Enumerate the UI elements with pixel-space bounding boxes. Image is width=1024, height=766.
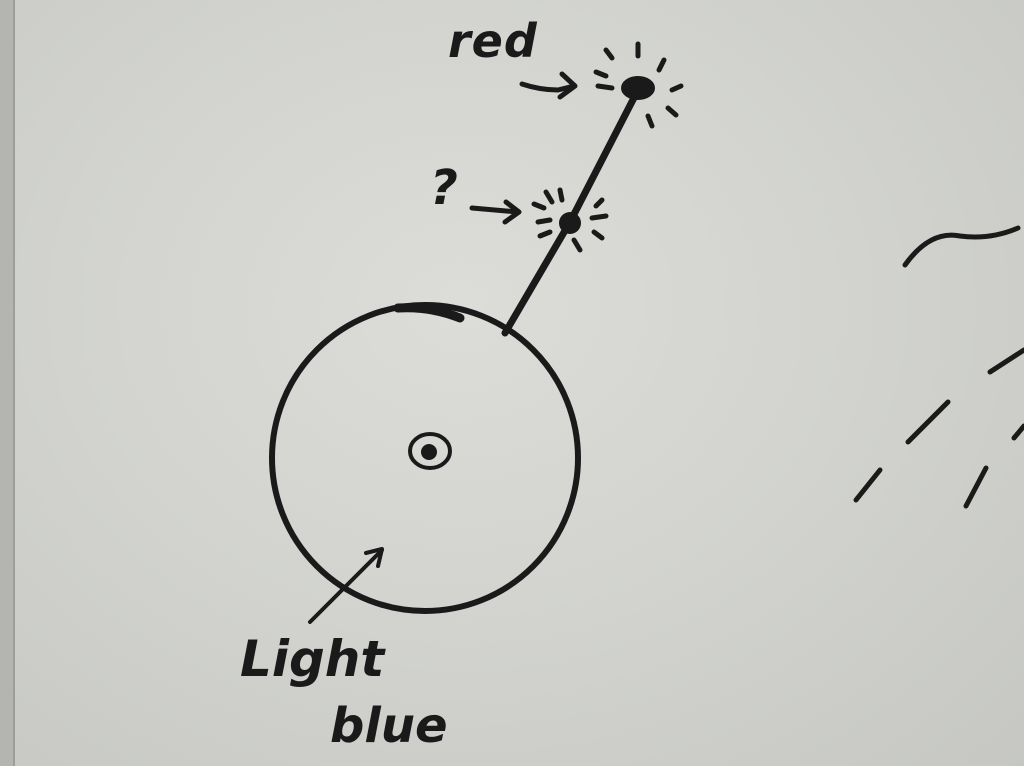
label-light: Light: [240, 630, 385, 688]
label-red: red: [448, 14, 538, 68]
center-ring: [408, 432, 452, 470]
pendulum-rod: [501, 86, 642, 337]
arrow-to-red: [519, 81, 577, 93]
question-bob-rays: [531, 187, 609, 253]
edge-stroke-1: [987, 347, 1024, 375]
center-dot: [421, 444, 437, 460]
label-question: ?: [430, 160, 458, 216]
arrow-to-question-head: [502, 199, 522, 225]
arrow-to-circle: [308, 548, 384, 624]
arrow-to-red-head: [557, 71, 578, 100]
red-bob: [621, 76, 655, 100]
arrow-to-circle-head: [364, 547, 384, 568]
edge-curve: [902, 225, 1021, 268]
edge-stroke-5: [963, 465, 989, 509]
edge-stroke-3: [1011, 423, 1024, 441]
board-frame-edge: [0, 0, 14, 766]
circle-top-mark: [393, 303, 465, 323]
label-blue: blue: [330, 698, 448, 754]
red-bob-rays: [593, 41, 684, 129]
edge-stroke-2: [905, 399, 951, 445]
edge-stroke-4: [853, 467, 883, 503]
question-bob: [559, 212, 581, 234]
arrow-to-question: [469, 205, 521, 215]
